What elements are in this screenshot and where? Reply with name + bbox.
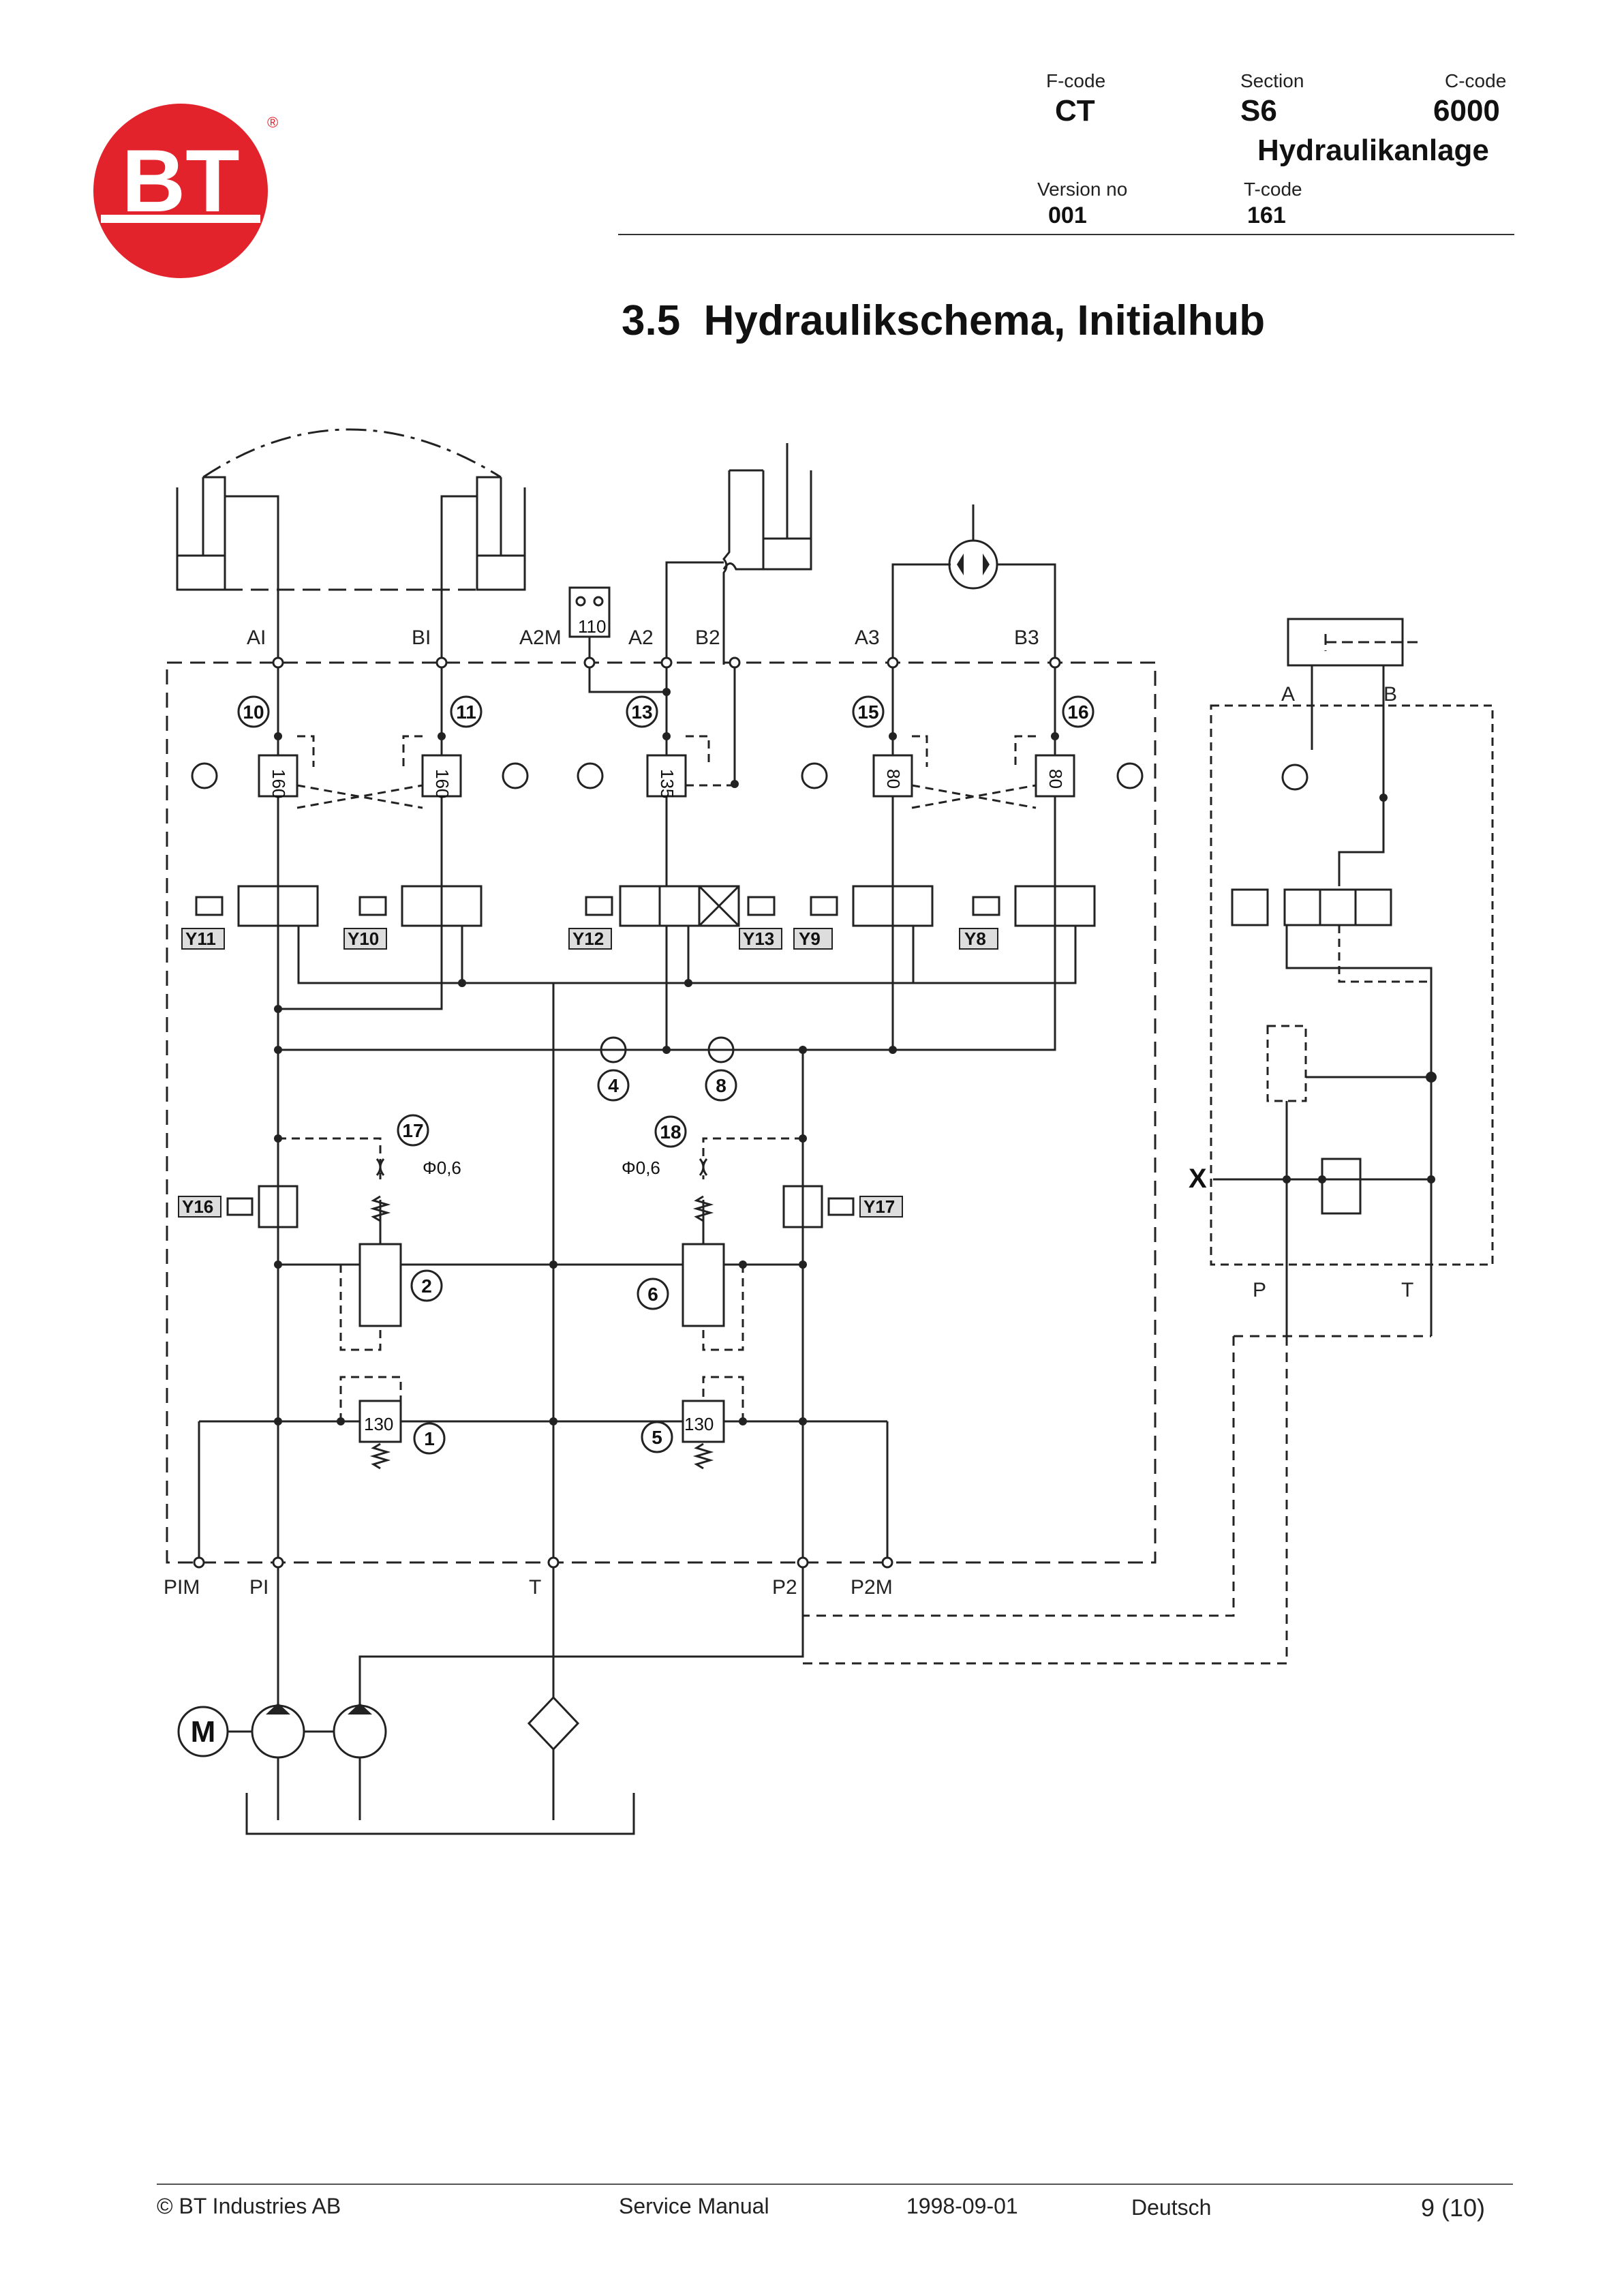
tcode-label: T-code [1244, 179, 1302, 200]
callout-18: 18 [660, 1121, 681, 1143]
section-name: Hydraulikanlage [1257, 134, 1489, 167]
port-P2: P2 [772, 1576, 797, 1599]
cylinder-arc [202, 428, 502, 479]
page-title: 3.5 Hydraulikschema, Initialhub [622, 297, 1266, 344]
setting-13: 135 [657, 769, 677, 798]
port-A3: A3 [855, 626, 880, 649]
callout-13: 13 [631, 701, 652, 723]
setting-switch: 110 [578, 616, 606, 637]
registered-mark: ® [267, 114, 279, 131]
fcode-label: F-code [1046, 70, 1106, 91]
cylinder-center [729, 443, 812, 571]
callout-1: 1 [424, 1428, 435, 1449]
callout-11: 11 [456, 701, 476, 723]
load-valves-row [191, 735, 1144, 886]
footer-doc-type: Service Manual [619, 2194, 769, 2218]
cylinder-right [476, 476, 526, 591]
ccode-label: C-code [1445, 70, 1507, 91]
solenoid-Y17: Y17 [863, 1196, 895, 1217]
pump-1-arrow [266, 1703, 290, 1715]
orifice-18: Φ0,6 [622, 1158, 660, 1178]
port-BI: BI [412, 626, 431, 649]
setting-15: 80 [883, 769, 904, 789]
callout-4: 4 [608, 1075, 619, 1096]
header-rule [618, 234, 1514, 235]
callout-8: 8 [716, 1075, 726, 1096]
valve-6-body [682, 1243, 725, 1327]
setting-11: 160 [432, 769, 453, 798]
solenoid-Y16: Y16 [182, 1196, 213, 1217]
aux-block-boundary [1210, 704, 1494, 1266]
port-markers [193, 656, 1061, 1569]
port-X: X [1189, 1164, 1207, 1194]
bt-logo-mark: BT [93, 104, 268, 278]
junction-dots [274, 688, 1437, 1425]
port-A: A [1281, 683, 1295, 706]
callout-10: 10 [243, 701, 264, 723]
pump-2-arrow [348, 1703, 372, 1715]
solenoid-Y11: Y11 [185, 928, 216, 949]
port-B2: B2 [695, 626, 720, 649]
footer-language: Deutsch [1131, 2195, 1212, 2220]
cylinder-left [176, 476, 226, 591]
port-B3: B3 [1014, 626, 1039, 649]
solenoid-Y9: Y9 [799, 928, 821, 949]
port-A2M: A2M [519, 626, 562, 649]
port-P2M: P2M [851, 1576, 893, 1599]
callout-2: 2 [421, 1275, 432, 1297]
setting-10: 160 [269, 769, 289, 798]
port-T: T [529, 1576, 541, 1599]
solenoid-Y10: Y10 [348, 928, 379, 949]
version-value: 001 [1048, 202, 1087, 228]
logo-text: BT [121, 131, 239, 230]
solenoid-Y13: Y13 [743, 928, 774, 949]
filter [527, 1695, 580, 1751]
port-PIM: PIM [164, 1576, 200, 1599]
directional-valves-row [195, 885, 1096, 927]
callout-5: 5 [652, 1427, 662, 1448]
solenoid-Y8: Y8 [964, 928, 986, 949]
motor-label: M [191, 1715, 216, 1749]
footer-date: 1998-09-01 [906, 2194, 1018, 2218]
ccode-value: 6000 [1433, 94, 1500, 127]
callout-6: 6 [647, 1284, 658, 1305]
footer-rule [157, 2184, 1513, 2185]
bt-logo: BT ® [89, 99, 307, 283]
hydraulic-motor [891, 504, 1056, 665]
setting-16: 80 [1045, 769, 1066, 789]
port-AI: AI [247, 626, 266, 649]
port-PI: PI [249, 1576, 269, 1599]
footer-copyright: © BT Industries AB [157, 2194, 341, 2218]
section-label: Section [1240, 70, 1304, 91]
hydraulic-schematic: 10 11 13 15 16 4 8 17 18 2 6 1 5 AI BI A… [164, 428, 1494, 1835]
port-A2: A2 [628, 626, 654, 649]
tcode-value: 161 [1247, 202, 1286, 228]
port-B: B [1383, 683, 1397, 706]
footer-page: 9 (10) [1421, 2194, 1486, 2222]
callout-16: 16 [1067, 701, 1088, 723]
valve-2-body [358, 1243, 402, 1327]
port-P: P [1253, 1279, 1266, 1301]
setting-1: 130 [364, 1414, 393, 1434]
fcode-value: CT [1055, 94, 1095, 127]
port-T2: T [1401, 1279, 1413, 1301]
section-value: S6 [1240, 94, 1277, 127]
orifice-17: Φ0,6 [423, 1158, 461, 1178]
motor-arrows [957, 554, 990, 575]
callout-15: 15 [857, 701, 878, 723]
setting-5: 130 [684, 1414, 714, 1434]
solenoid-Y12: Y12 [572, 928, 604, 949]
version-label: Version no [1037, 179, 1128, 200]
callout-17: 17 [402, 1120, 423, 1141]
